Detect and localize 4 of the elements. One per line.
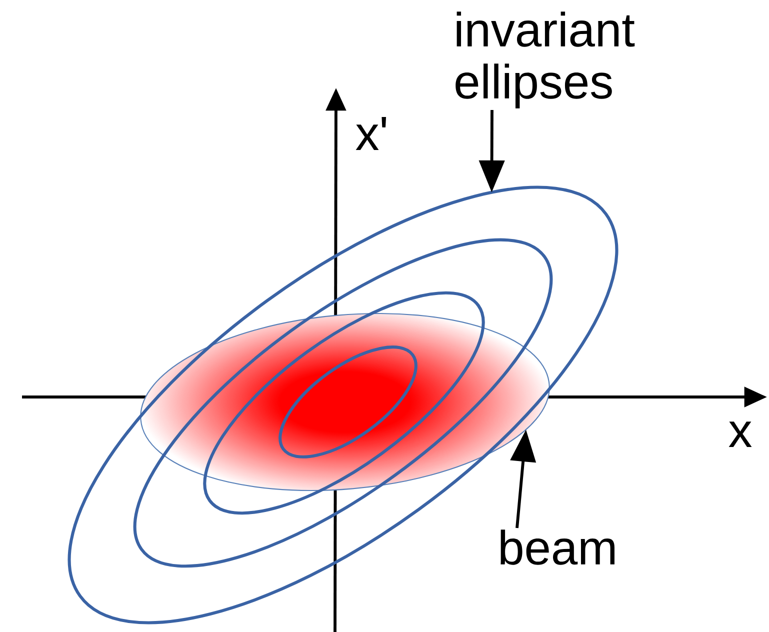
annotation-label: invariant ellipses: [456, 12, 635, 108]
axis-label: x': [356, 116, 386, 150]
annotation-label: beam: [500, 530, 614, 565]
axis-label: x: [728, 422, 752, 447]
